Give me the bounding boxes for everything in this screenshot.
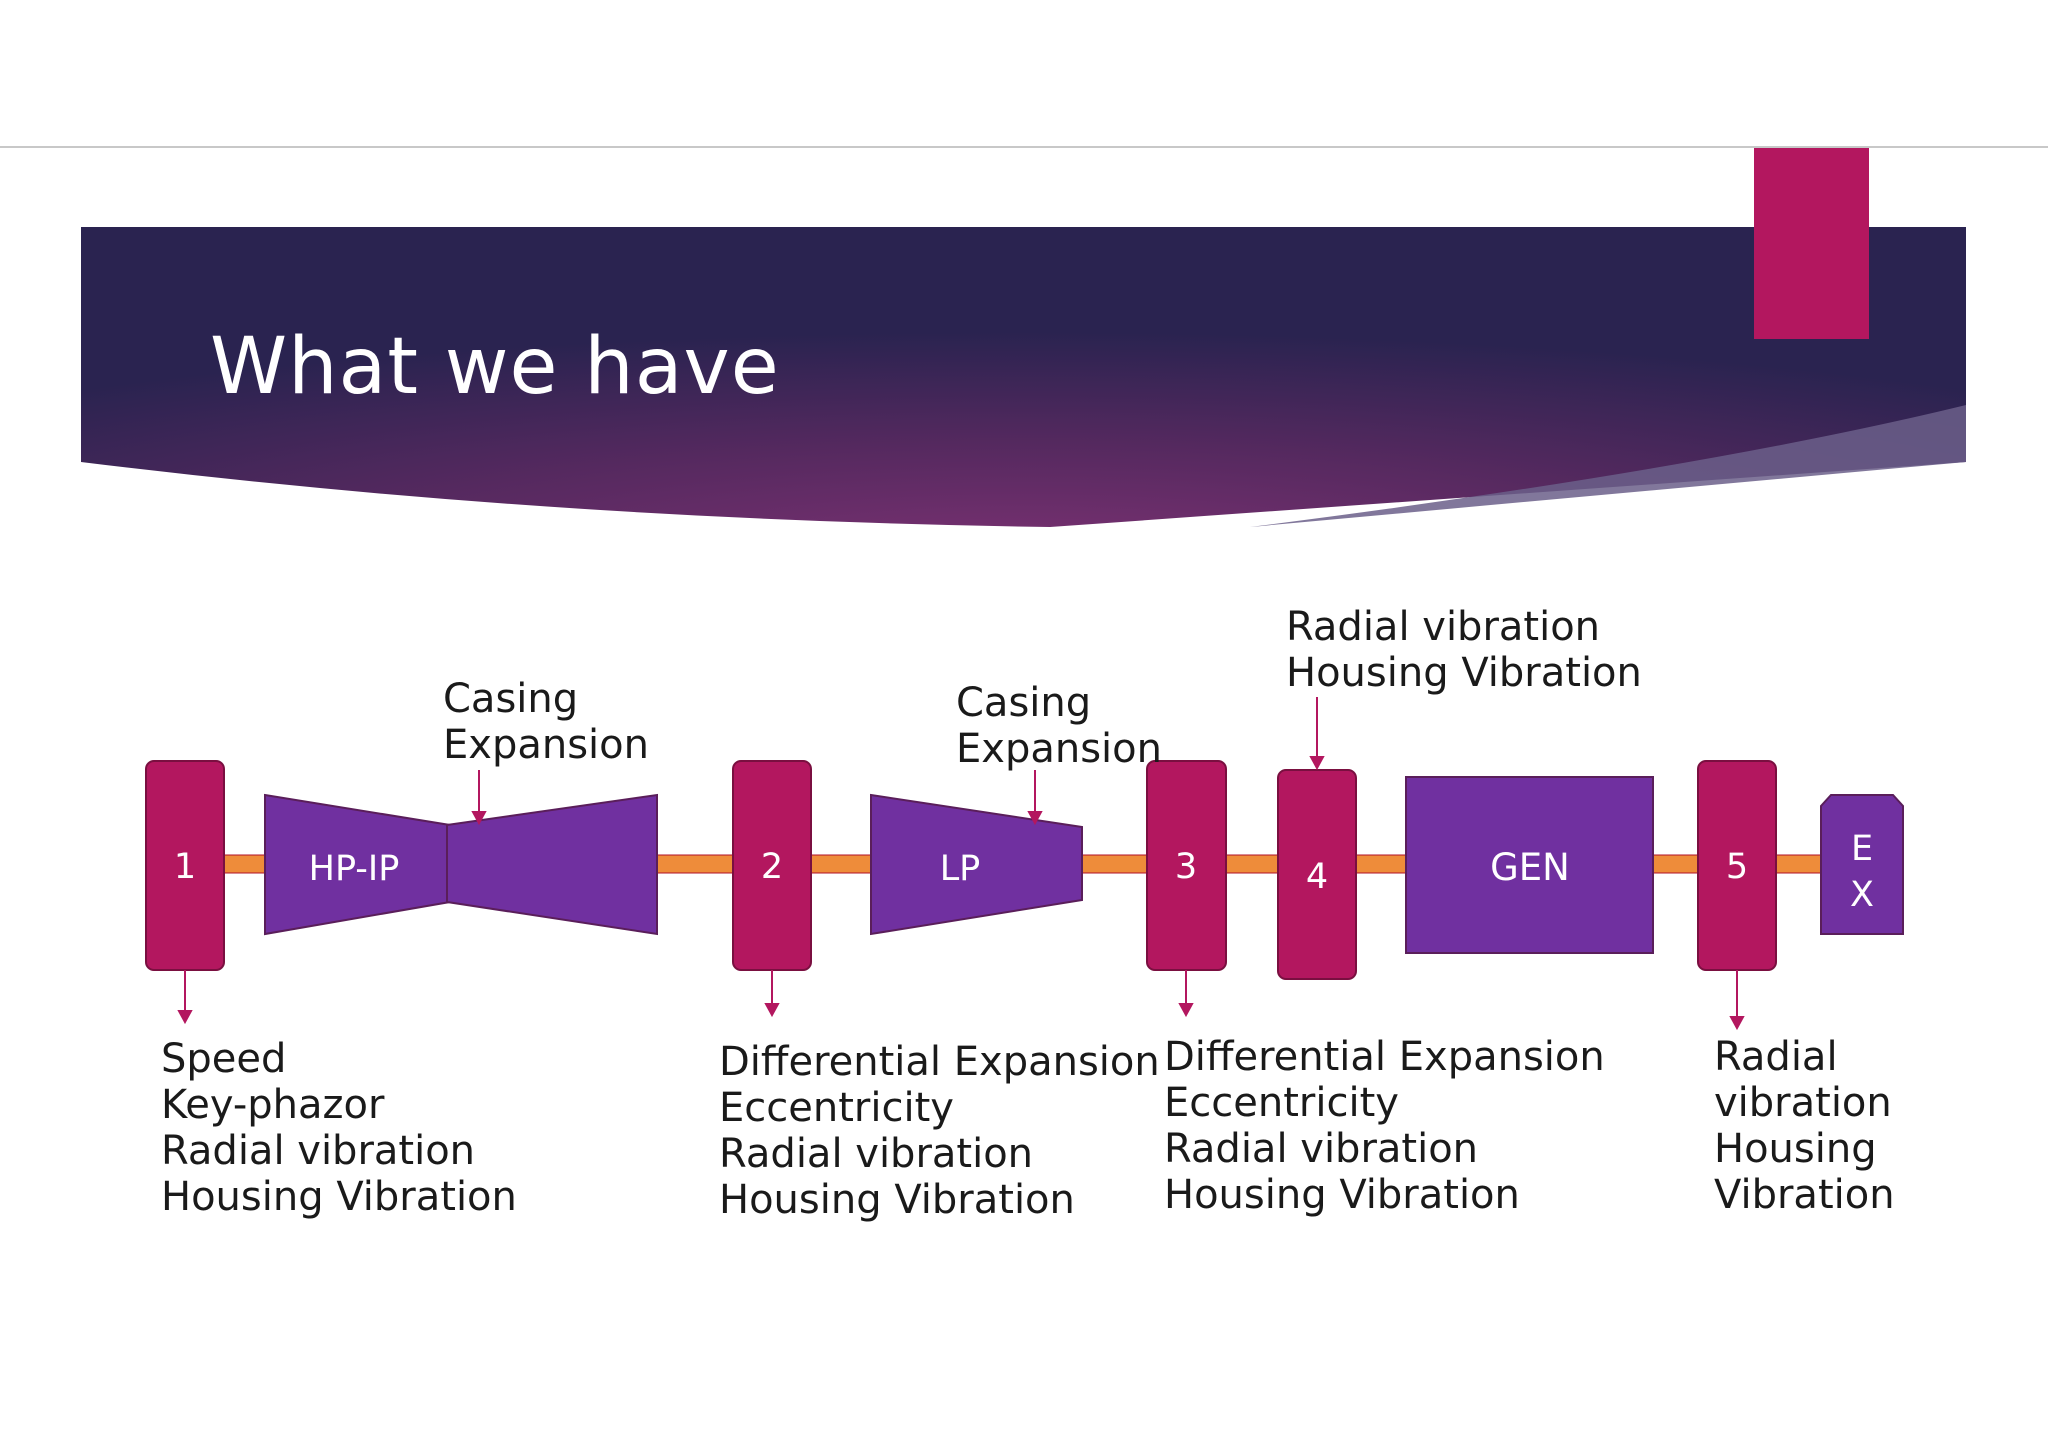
arrow-casing-lp-head (1027, 811, 1043, 826)
annotation-bearing-3-bottom: Differential Expansion Eccentricity Radi… (1164, 1034, 1605, 1218)
lp-label: LP (940, 849, 981, 889)
arrows (177, 697, 1745, 1031)
arrow-bearing-3-bottom-head (1178, 1003, 1194, 1018)
annotation-line: Radial vibration (1286, 604, 1601, 650)
bearing-5-label: 5 (1726, 847, 1748, 887)
annotation-line: Speed (161, 1036, 287, 1082)
exciter: E X (1820, 794, 1904, 935)
exciter-box (1820, 794, 1904, 935)
generator: GEN (1405, 776, 1654, 954)
annotation-line: Radial vibration (1164, 1126, 1479, 1172)
annotation-line: Casing (956, 680, 1092, 726)
annotation-casing-expansion-hpip: Casing Expansion (443, 676, 649, 768)
arrow-casing-hpip-head (471, 811, 487, 826)
bearing-3-label: 3 (1175, 847, 1197, 887)
arrow-bearing-5-bottom-head (1729, 1016, 1745, 1031)
arrow-bearing-1-bottom-head (177, 1010, 193, 1025)
annotation-line: Vibration (1714, 1172, 1895, 1218)
annotation-casing-expansion-lp: Casing Expansion (956, 680, 1162, 772)
lp-turbine: LP (870, 793, 1083, 936)
bearing-4-label: 4 (1306, 857, 1328, 897)
generator-label: GEN (1490, 846, 1570, 889)
banner-swoosh (1250, 405, 1966, 527)
arrow-bearing-4-top-head (1309, 756, 1325, 771)
annotation-line: Expansion (443, 722, 649, 768)
annotation-line: Housing Vibration (719, 1177, 1075, 1223)
shaft-segment (1775, 854, 1822, 874)
annotation-line: Housing Vibration (1164, 1172, 1520, 1218)
annotation-line: Differential Expansion (1164, 1034, 1605, 1080)
title-banner (81, 227, 1966, 527)
annotation-line: Housing Vibration (161, 1174, 517, 1220)
shaft-segment (1652, 854, 1699, 874)
arrow-bearing-2-bottom-head (764, 1003, 780, 1018)
annotation-line: Eccentricity (1164, 1080, 1399, 1126)
annotation-bearing-1-bottom: Speed Key-phazor Radial vibration Housin… (161, 1036, 517, 1220)
annotation-bearing-4-top: Radial vibration Housing Vibration (1286, 604, 1642, 696)
annotation-line: vibration (1714, 1080, 1892, 1126)
bearing-3: 3 (1146, 760, 1227, 971)
shaft-segment (223, 854, 269, 874)
shaft-segment (1225, 854, 1279, 874)
exciter-label-line1: E (1851, 829, 1873, 869)
annotation-line: Expansion (956, 726, 1162, 772)
annotation-line: Radial vibration (719, 1131, 1034, 1177)
accent-tab (1754, 148, 1869, 339)
exciter-label-line2: X (1850, 875, 1874, 915)
annotation-line: Housing (1714, 1126, 1877, 1172)
hp-ip-turbine: HP-IP (264, 793, 658, 936)
lp-section (870, 793, 1083, 936)
annotation-bearing-5-bottom: Radial vibration Housing Vibration (1714, 1034, 1895, 1218)
ip-section (446, 793, 658, 936)
annotation-line: Radial (1714, 1034, 1838, 1080)
generator-box (1405, 776, 1654, 954)
shaft-segment (810, 854, 872, 874)
bearing-5: 5 (1697, 760, 1777, 971)
annotation-bearing-2-bottom: Differential Expansion Eccentricity Radi… (719, 1039, 1160, 1223)
slide-title: What we have (210, 322, 780, 412)
annotation-line: Housing Vibration (1286, 650, 1642, 696)
annotation-line: Differential Expansion (719, 1039, 1160, 1085)
bearing-4: 4 (1277, 769, 1357, 980)
annotation-line: Eccentricity (719, 1085, 954, 1131)
hp-ip-label: HP-IP (309, 849, 400, 889)
annotation-line: Key-phazor (161, 1082, 385, 1128)
bearing-2-label: 2 (761, 847, 783, 887)
bearing-2: 2 (732, 760, 812, 971)
shaft-segment (1081, 854, 1148, 874)
annotation-line: Casing (443, 676, 579, 722)
shaft-segment (1355, 854, 1407, 874)
annotation-line: Radial vibration (161, 1128, 476, 1174)
bearing-1: 1 (145, 760, 225, 971)
bearing-1-label: 1 (174, 847, 196, 887)
shaft-segment (656, 854, 734, 874)
